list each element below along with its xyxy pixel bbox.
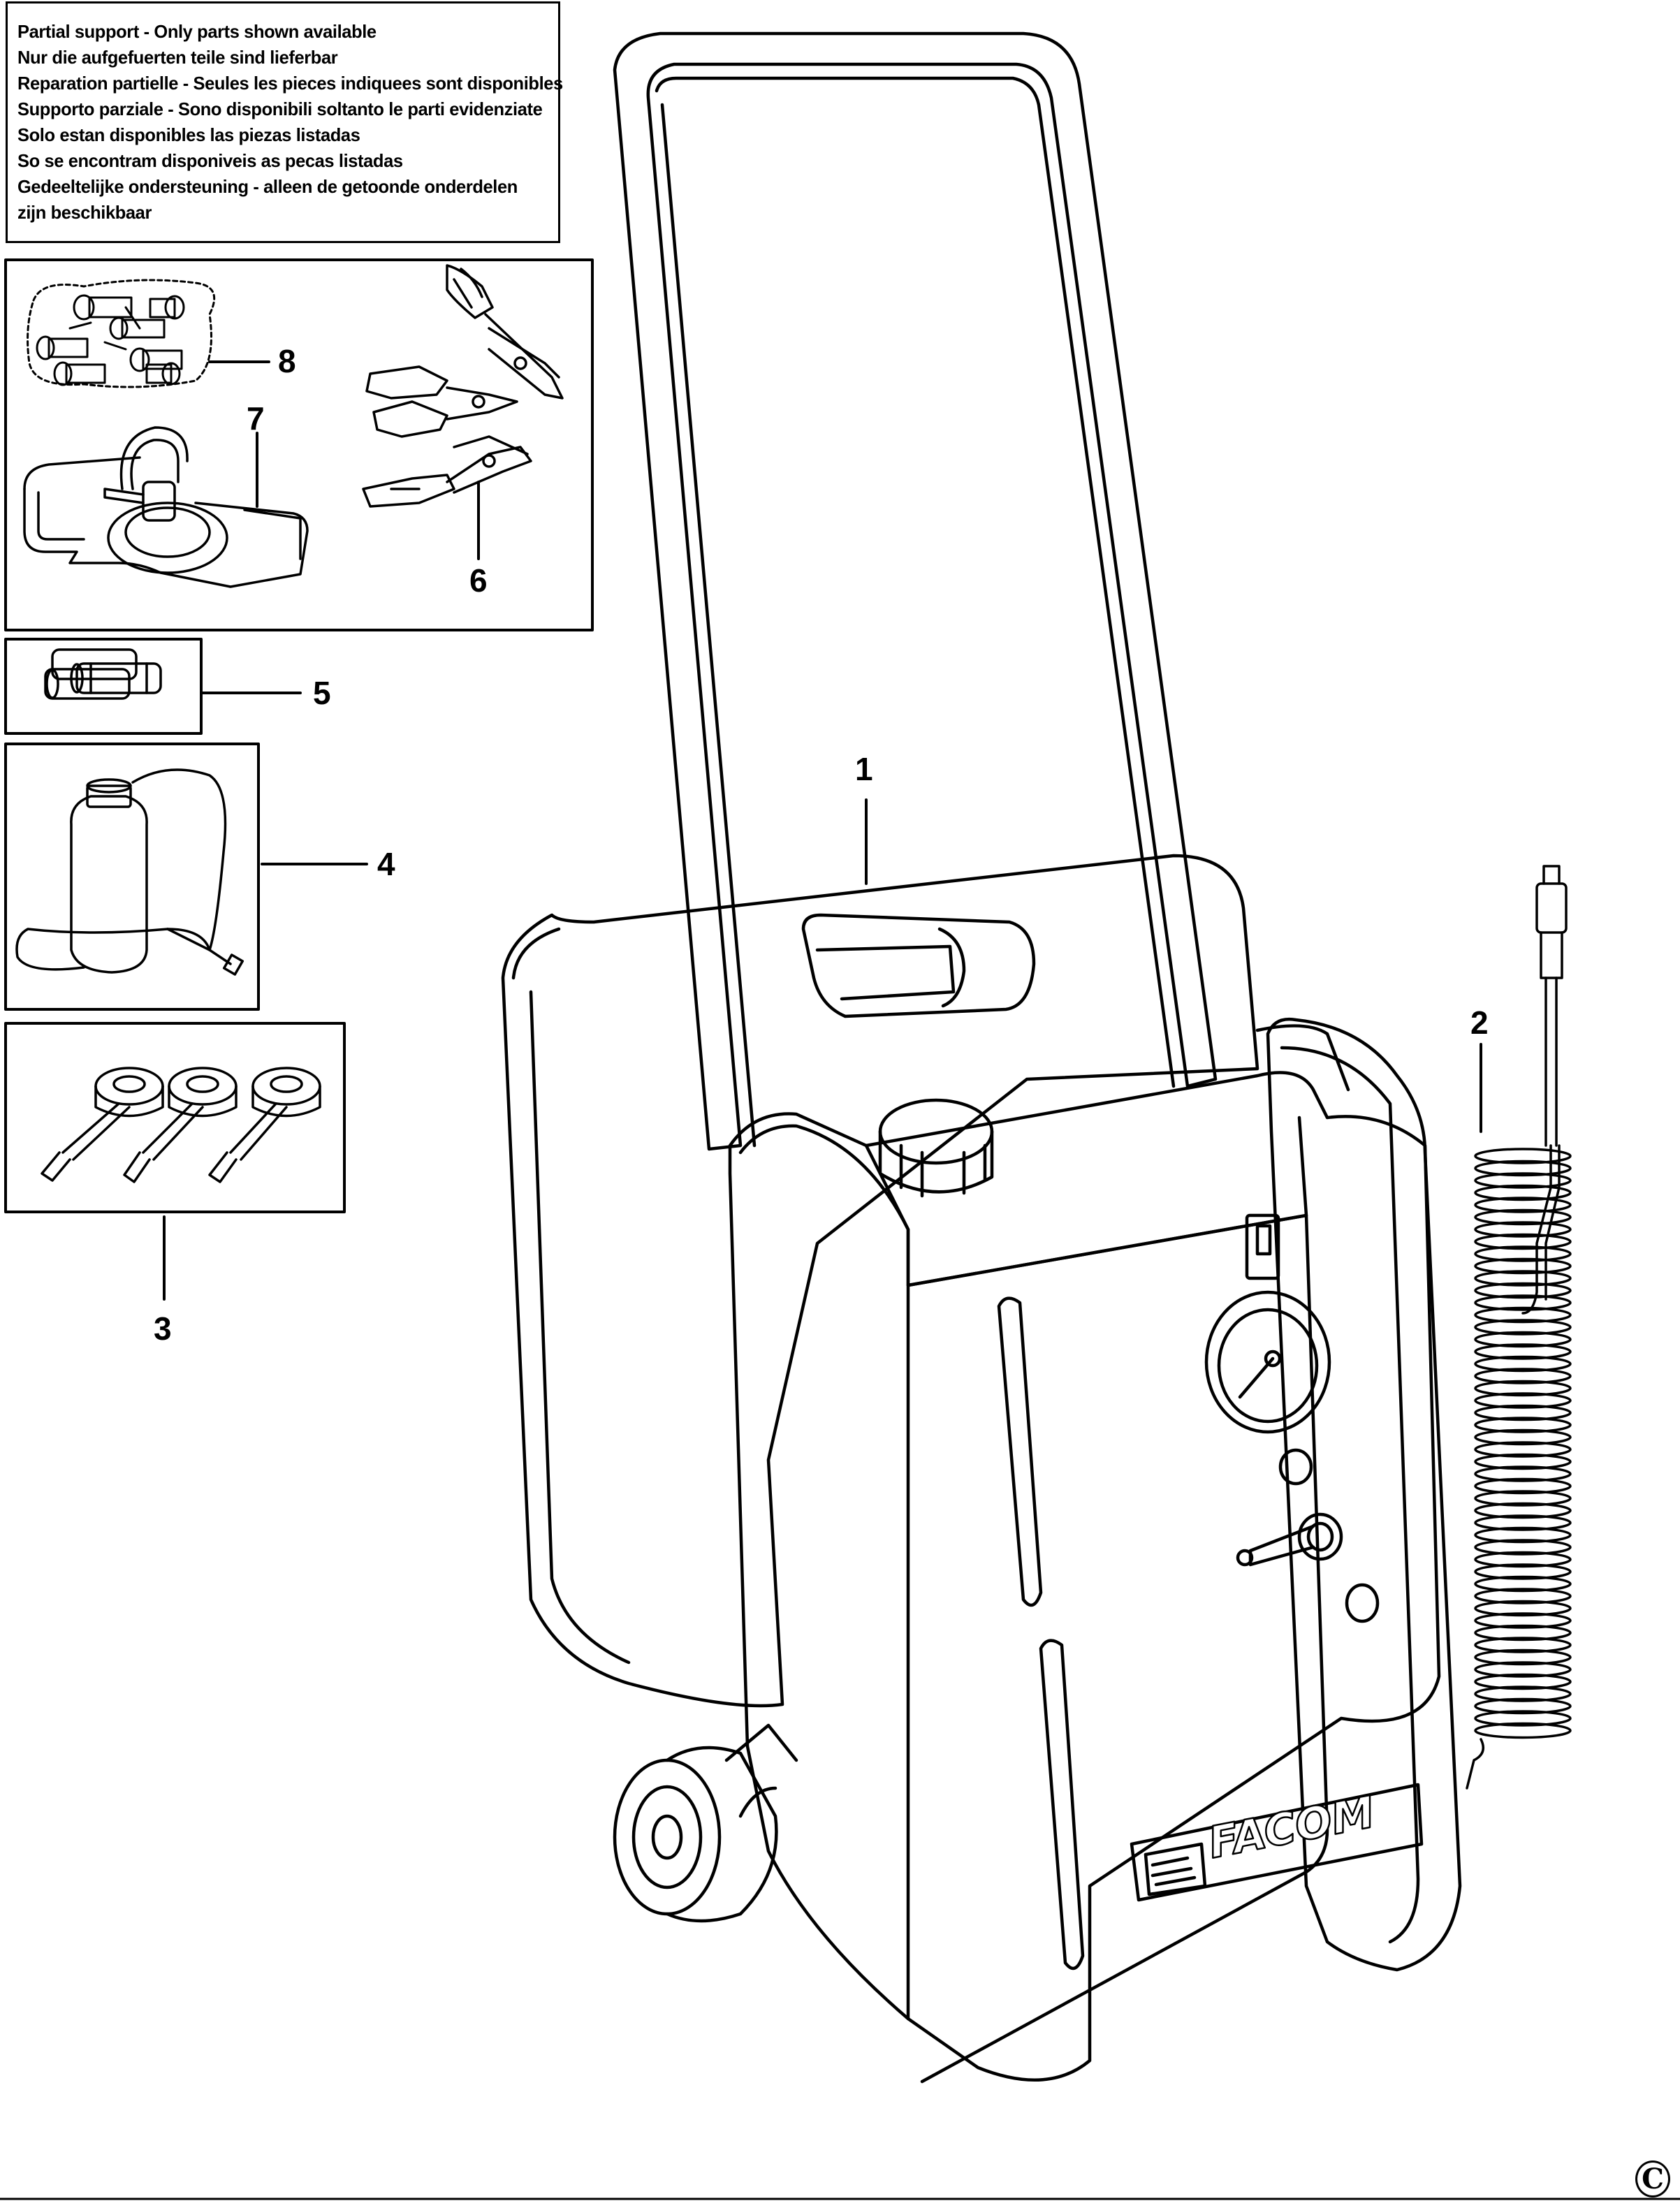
- valve-lever-icon: [1236, 1512, 1343, 1567]
- side-panel: [1266, 1017, 1462, 1972]
- hose-coil-loop: [1474, 1233, 1572, 1250]
- tank-grip: [801, 913, 1036, 1018]
- hose-coil-loop: [1474, 1380, 1572, 1397]
- hose-coil-loop: [1474, 1319, 1572, 1336]
- part-box-5: 5: [4, 638, 331, 735]
- hose-coil-loop: [1474, 1453, 1572, 1470]
- power-switch: [1245, 1213, 1280, 1280]
- notice-line: zijn beschikbaar: [17, 202, 152, 223]
- hose-coil-loop: [1474, 1575, 1572, 1593]
- bottle-with-hose-illustration: [15, 768, 244, 976]
- caps-with-adapters-illustration: [41, 1067, 321, 1183]
- notice-line: Supporto parziale - Sono disponibili sol…: [17, 98, 543, 119]
- brand-plate-text: FACOM: [1204, 1786, 1379, 1869]
- wheel-icon: [613, 1723, 798, 1923]
- notice-line: So se encontram disponiveis as pecas lis…: [17, 150, 403, 171]
- hose-coil-loop: [1474, 1697, 1572, 1715]
- hose-coil-loop: [1474, 1331, 1572, 1348]
- copyright-symbol: C: [1635, 2160, 1670, 2198]
- hose-coil-loop: [1474, 1392, 1572, 1409]
- hose-tail: [1466, 1738, 1485, 1790]
- hose-coil-loop: [1474, 1600, 1572, 1617]
- control-button: [1345, 1583, 1380, 1623]
- hose-coil-loop: [1474, 1526, 1572, 1544]
- hose-coil-loop: [1474, 1502, 1572, 1519]
- partial-support-notice: Partial support - Only parts shown avail…: [6, 1, 563, 243]
- brand-plate: FACOM: [1130, 1783, 1424, 1902]
- hose-coil-loop: [1474, 1465, 1572, 1482]
- hose-coil-loop: [1474, 1686, 1572, 1702]
- hose-coil-loop: [1474, 1624, 1572, 1641]
- hose-coil-loop: [1474, 1368, 1572, 1384]
- hose-coil-loop: [1474, 1270, 1572, 1287]
- front-body: [728, 1071, 1441, 2082]
- part-box-4: 4: [4, 743, 395, 1011]
- callout-1: 1: [855, 751, 873, 787]
- callout-4: 4: [377, 846, 395, 882]
- notice-line: Partial support - Only parts shown avail…: [17, 21, 377, 42]
- part-box-6-7-8: 8 7: [4, 258, 594, 631]
- hose-coil-loop: [1474, 1490, 1572, 1507]
- callout-5: 5: [313, 675, 331, 711]
- hose-coil-loop: [1474, 1514, 1572, 1531]
- hose-coil-loop: [1474, 1172, 1572, 1189]
- hose-coil-loop: [1474, 1648, 1572, 1666]
- hose-coil-loop: [1474, 1477, 1572, 1495]
- hose-coil-loop: [1474, 1245, 1572, 1262]
- pressure-gauge-icon: [1204, 1290, 1331, 1434]
- crocodile-clips-illustration: [362, 264, 564, 508]
- callout-8: 8: [278, 343, 296, 379]
- hose-coil-loop: [1474, 1661, 1572, 1678]
- hose-coil-loop: [1474, 1563, 1572, 1580]
- hose-coil-loop: [1474, 1282, 1572, 1299]
- notice-line: Gedeeltelijke ondersteuning - alleen de …: [17, 176, 518, 197]
- hose-coil-loop: [1474, 1441, 1572, 1458]
- hose-coil-loop: [1474, 1417, 1572, 1433]
- adapter-bracket-illustration: [23, 426, 309, 588]
- hose-coil-loop: [1474, 1221, 1572, 1238]
- trolley-handle: [613, 31, 1218, 1151]
- rear-tank: [501, 854, 1259, 1708]
- hose-coil-loop: [1474, 1722, 1572, 1739]
- hose-coil-loop: [1474, 1673, 1572, 1690]
- hose-coil-loop: [1474, 1306, 1572, 1324]
- hose-coil-loop: [1474, 1428, 1572, 1446]
- copyright-mark: C: [1635, 2160, 1670, 2198]
- hose-coil-loop: [1474, 1197, 1572, 1213]
- hose-coil-loop: [1474, 1148, 1572, 1164]
- notice-line: Nur die aufgefuerten teile sind lieferba…: [17, 47, 338, 68]
- hose-coil-loop: [1474, 1612, 1572, 1629]
- hose-coil-loop: [1474, 1551, 1572, 1568]
- hose-coil-loop: [1474, 1355, 1572, 1373]
- indicator-light: [1278, 1448, 1313, 1486]
- filler-cap-icon: [878, 1098, 994, 1198]
- notice-line: Reparation partielle - Seules les pieces…: [17, 73, 563, 94]
- callout-7: 7: [247, 400, 265, 437]
- trolley-unit-illustration: FACOM: [501, 31, 1462, 2084]
- coiled-air-hose-illustration: [1466, 865, 1572, 1790]
- callout-6: 6: [469, 562, 488, 599]
- hose-coil-loop: [1474, 1160, 1572, 1177]
- fuses-illustration: [44, 648, 162, 700]
- hose-coil-loop: [1474, 1637, 1572, 1653]
- hose-coil-loop: [1474, 1257, 1572, 1275]
- callout-3: 3: [154, 1310, 172, 1347]
- part-box-3: 3: [4, 1022, 346, 1347]
- hose-coil-loop: [1474, 1404, 1572, 1421]
- hose-coil-loop: [1474, 1343, 1572, 1360]
- hose-coil-loop: [1474, 1710, 1572, 1727]
- hose-coil-loop: [1474, 1588, 1572, 1604]
- hose-coil-loop: [1474, 1294, 1572, 1311]
- callout-2: 2: [1470, 1004, 1489, 1041]
- hose-coil-loop: [1474, 1208, 1572, 1226]
- hose-coil-loop: [1474, 1539, 1572, 1556]
- fittings-bag-illustration: [27, 279, 216, 388]
- notice-line: Solo estan disponibles las piezas listad…: [17, 124, 360, 145]
- hose-coil-loop: [1474, 1184, 1572, 1201]
